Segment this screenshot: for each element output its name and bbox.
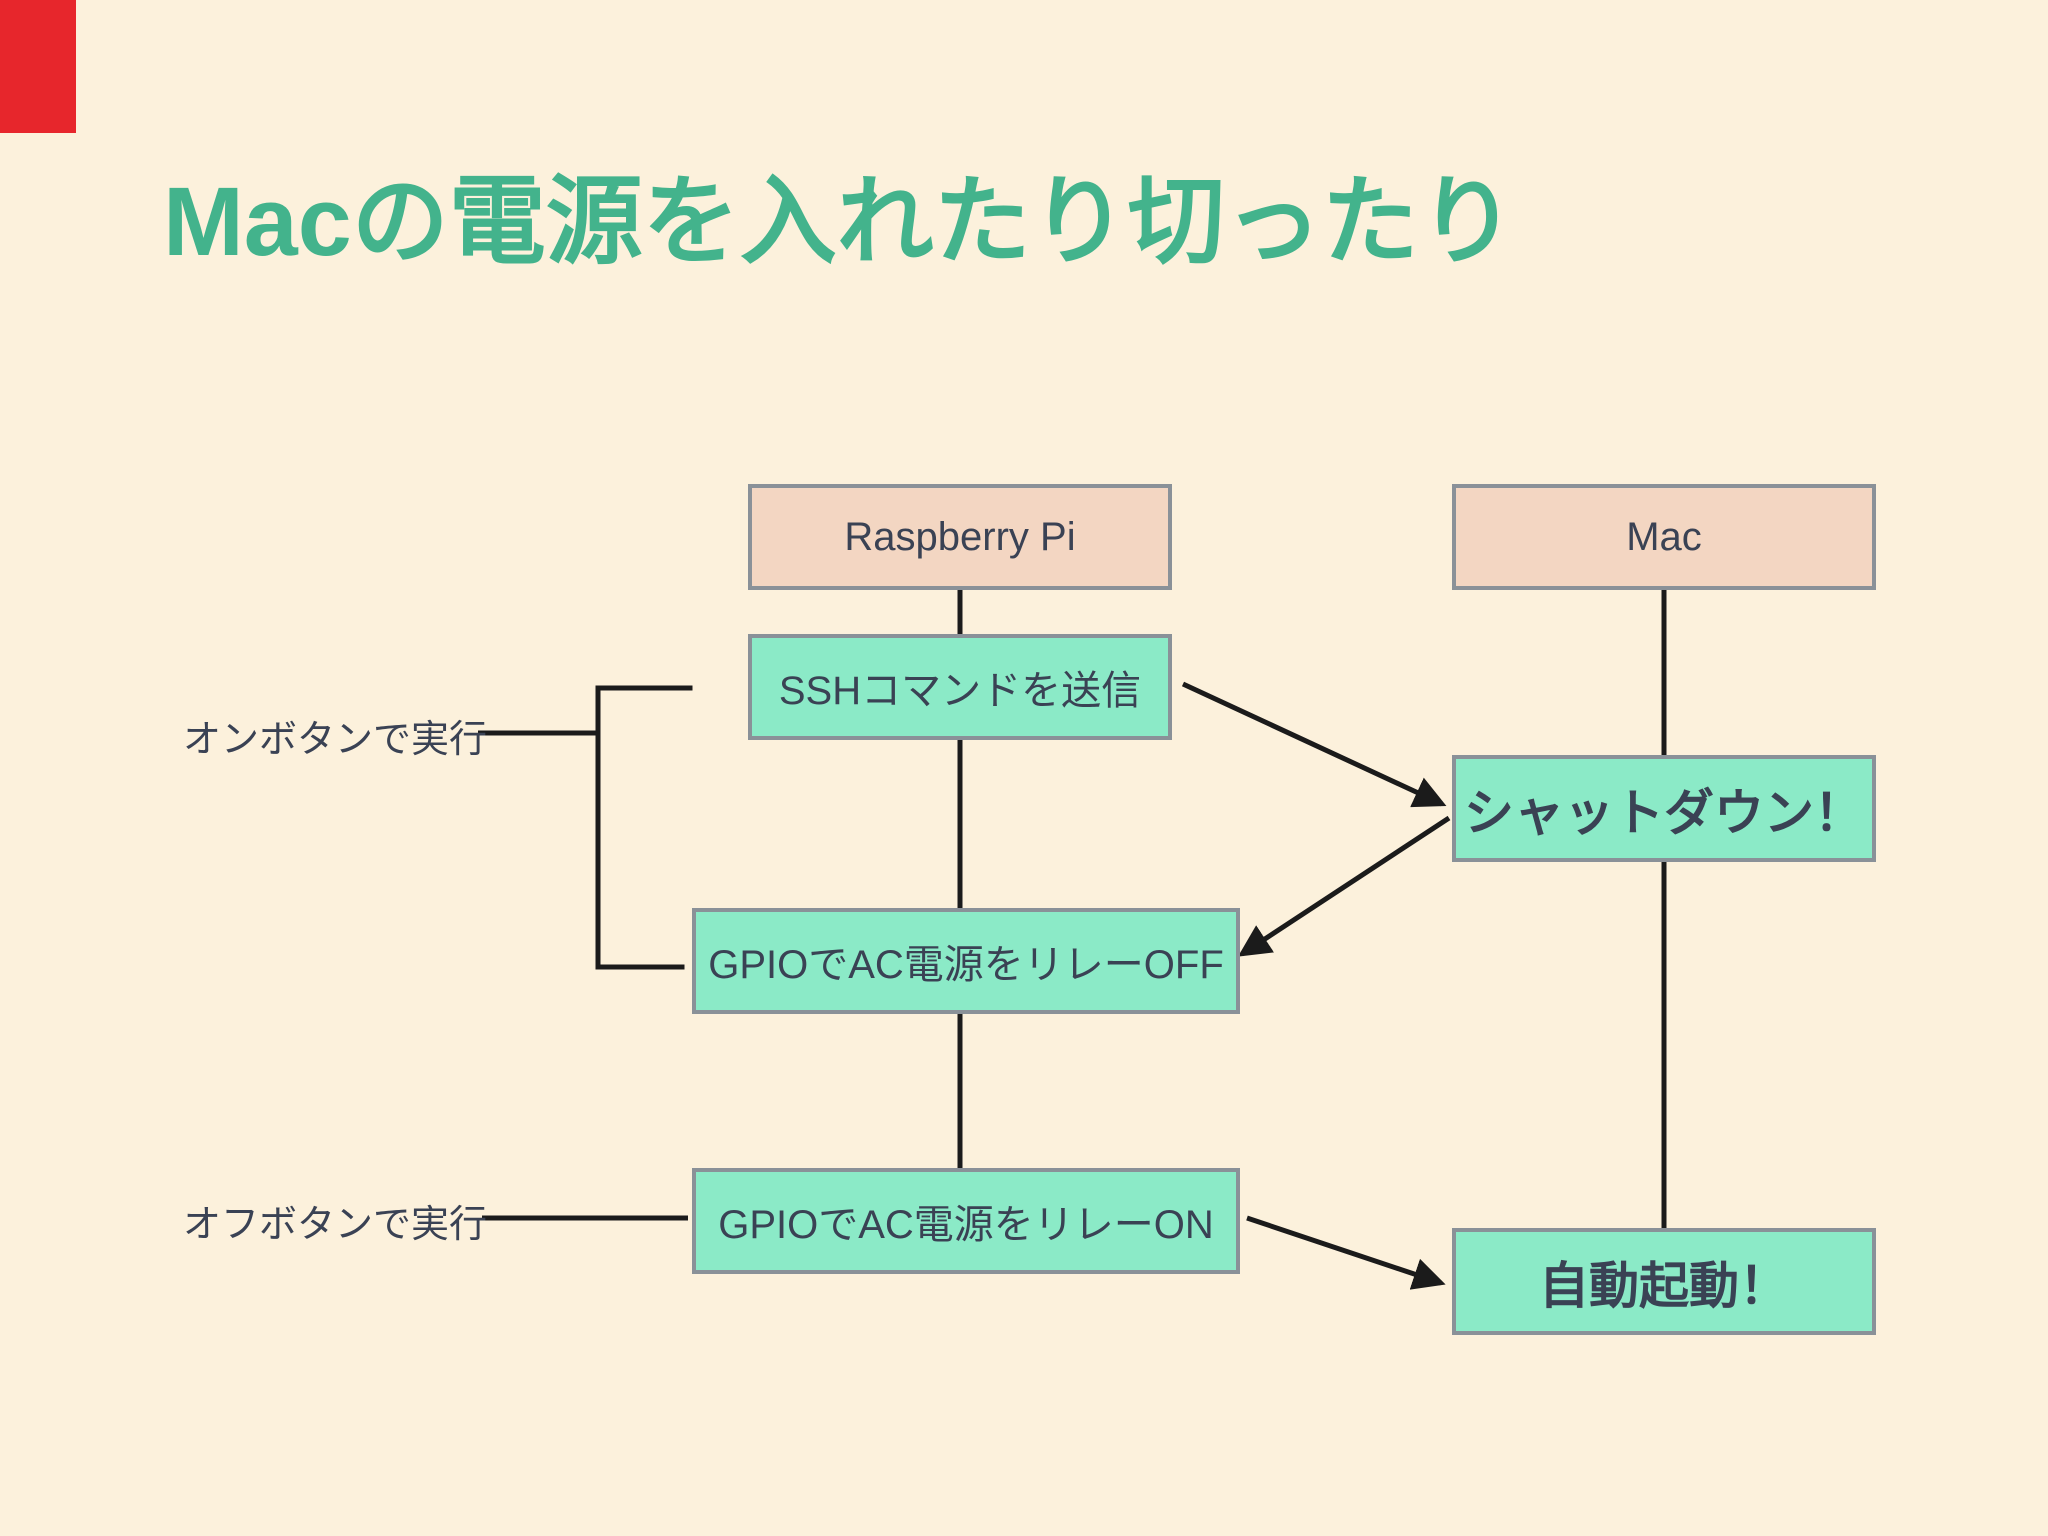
gpio-relay-off-node: GPIOでAC電源をリレーOFF (692, 908, 1240, 1014)
on-button-bracket (595, 685, 693, 970)
arrow-shutdown-to-gpiooff (1237, 815, 1451, 957)
arrow-gpioon-to-autoboot (1246, 1215, 1446, 1290)
mac-node: Mac (1452, 484, 1876, 590)
ssh-command-node: SSHコマンドを送信 (748, 634, 1172, 740)
gpio-relay-on-node: GPIOでAC電源をリレーON (692, 1168, 1240, 1274)
raspberry-pi-node: Raspberry Pi (748, 484, 1172, 590)
on-button-label: オンボタンで実行 (183, 719, 488, 761)
shutdown-node: シャットダウン！ (1452, 755, 1876, 862)
page-title: Macの電源を入れたり切ったり (163, 167, 1516, 276)
arrow-ssh-to-shutdown (1181, 681, 1447, 808)
corner-marker (0, 0, 76, 133)
auto-boot-node: 自動起動！ (1452, 1228, 1876, 1335)
off-button-label: オフボタンで実行 (183, 1204, 488, 1246)
